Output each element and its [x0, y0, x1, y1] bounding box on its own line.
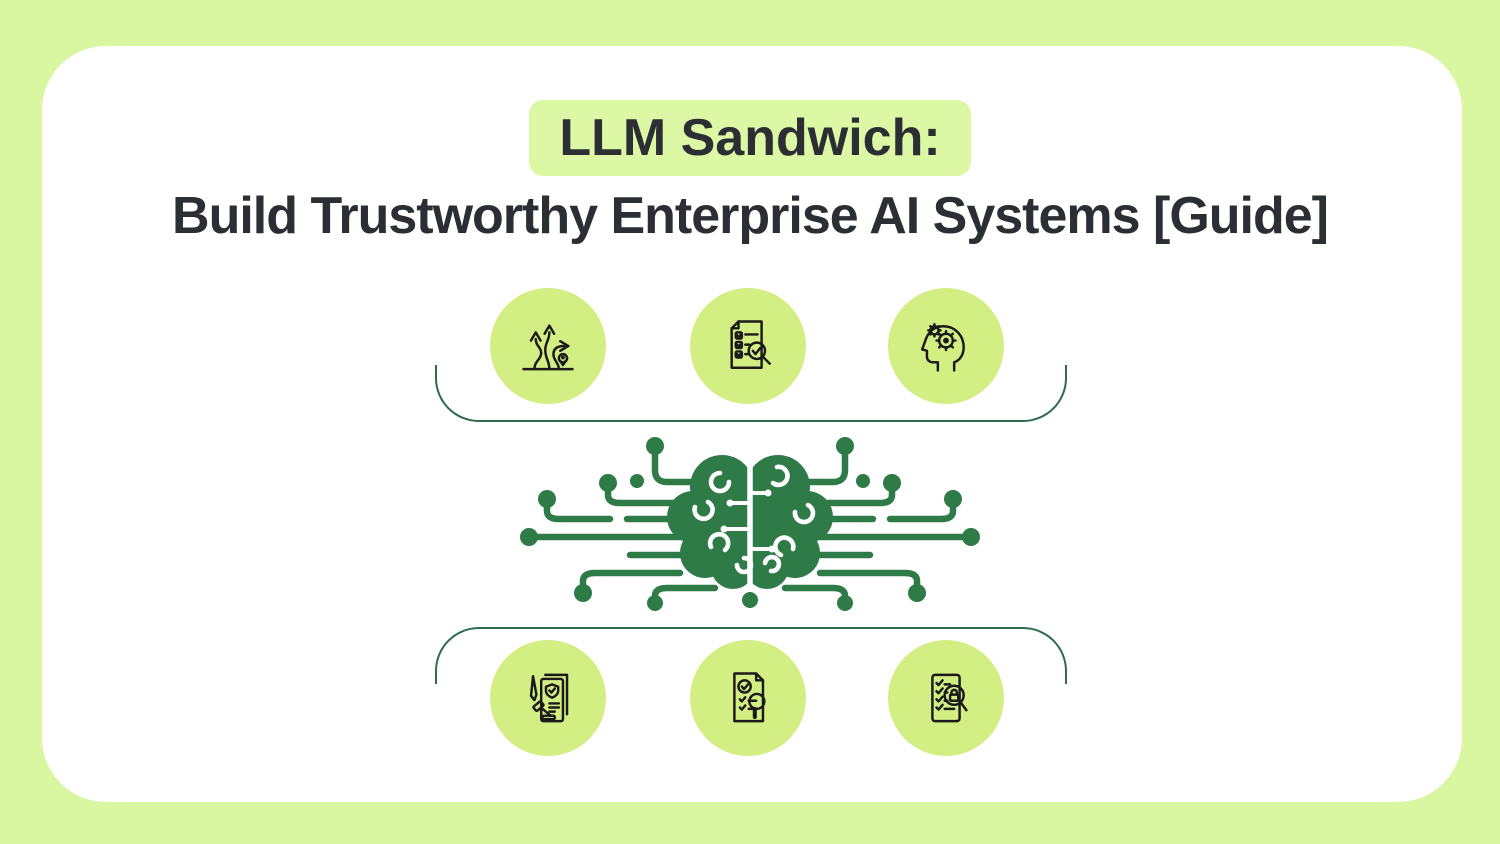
checklist-magnifier-check-icon [690, 288, 806, 404]
page-title: Build Trustworthy Enterprise AI Systems … [172, 187, 1329, 245]
title-block: LLM Sandwich: Build Trustworthy Enterpri… [0, 100, 1500, 246]
branching-paths-pin-icon [490, 288, 606, 404]
title-highlight: LLM Sandwich: [529, 100, 971, 176]
head-gears-icon [888, 288, 1004, 404]
compliance-document-gavel-shield-icon [490, 640, 606, 756]
brain-circuit-illustration [515, 415, 985, 615]
document-check-magnifier-icon [690, 640, 806, 756]
checklist-magnifier-lock-icon [888, 640, 1004, 756]
